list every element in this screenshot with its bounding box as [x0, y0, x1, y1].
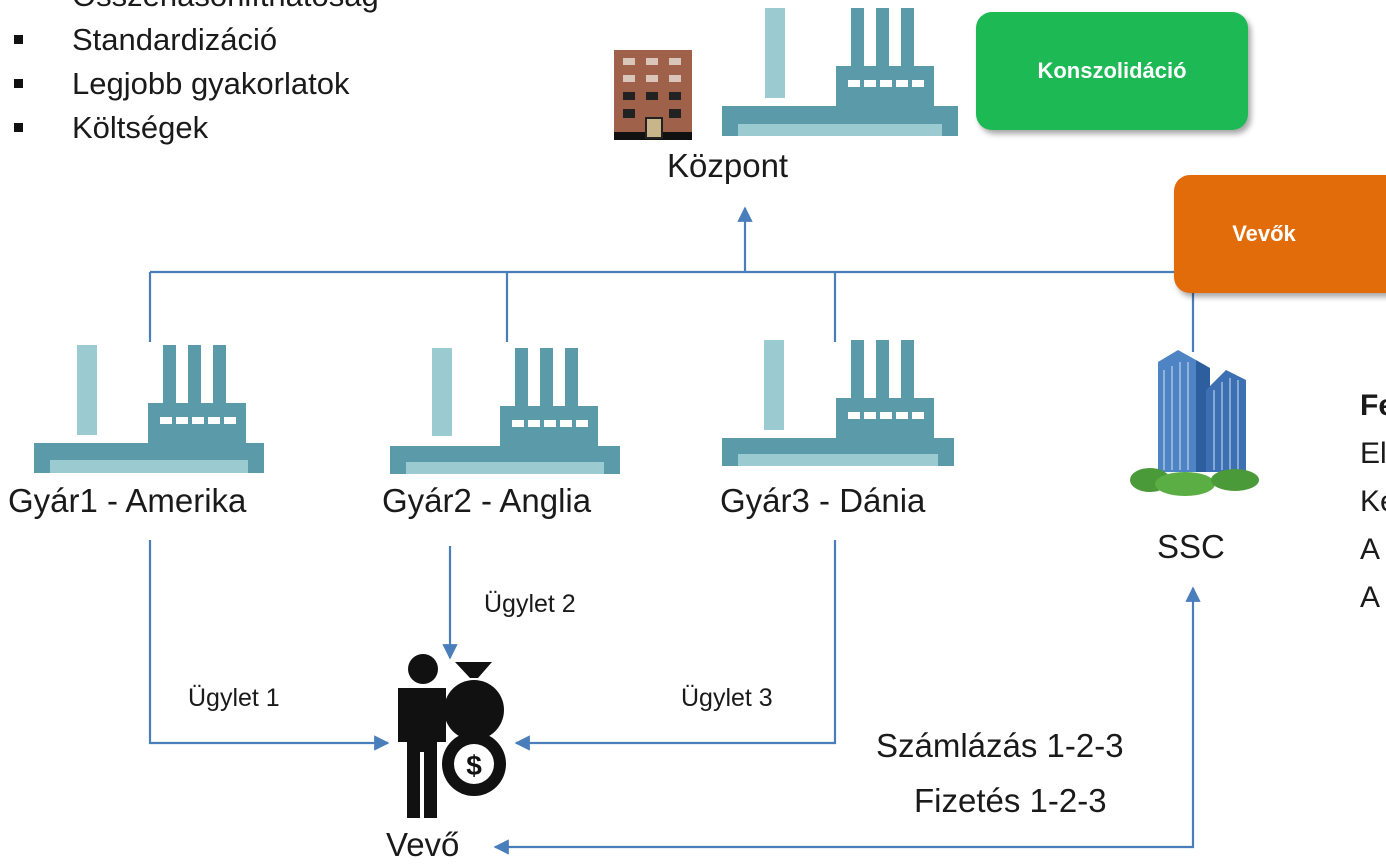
vevok-box: Vevők — [1174, 175, 1386, 293]
arrow-ugylet-3 — [514, 540, 837, 751]
ugylet-1-label: Ügylet 1 — [188, 684, 280, 712]
konszolidacio-label: Konszolidáció — [1037, 58, 1187, 83]
factory-icon-gyar2 — [390, 348, 620, 474]
right-line: A — [1360, 533, 1381, 566]
right-line: El — [1360, 437, 1386, 470]
bullet-item: Összehasonlíthatóság — [14, 0, 379, 18]
gyar1-label: Gyár1 - Amerika — [8, 482, 247, 519]
arrow-billing — [493, 586, 1201, 855]
bullet-item: Költségek — [14, 106, 379, 150]
right-text-block: Fe El Ke A A — [1360, 382, 1386, 622]
vevok-label: Vevők — [1232, 221, 1296, 246]
ugylet-2-label: Ügylet 2 — [484, 590, 576, 618]
konszolidacio-box: Konszolidáció — [976, 12, 1248, 130]
svg-text:$: $ — [466, 750, 482, 781]
factory-icon-gyar1 — [34, 345, 264, 473]
bullet-item: Legjobb gyakorlatok — [14, 62, 379, 106]
gyar3-label: Gyár3 - Dánia — [720, 482, 926, 519]
factory-icon-gyar3 — [722, 340, 954, 466]
billing-label: Számlázás 1-2-3 — [876, 727, 1124, 764]
right-line: Ke — [1360, 485, 1386, 518]
customer-money-icon: $ — [398, 654, 506, 818]
gyar2-label: Gyár2 - Anglia — [382, 482, 592, 519]
vevo-label: Vevő — [386, 826, 460, 863]
right-line: A — [1360, 581, 1381, 614]
ssc-label: SSC — [1157, 528, 1225, 565]
bullet-list: Összehasonlíthatóság Standardizáció Legj… — [14, 0, 379, 150]
bullet-marker — [14, 35, 23, 44]
bullet-marker — [14, 123, 23, 132]
right-heading: Fe — [1360, 389, 1386, 422]
bullet-marker — [14, 79, 23, 88]
office-building-icon — [614, 50, 692, 140]
skyscraper-icon — [1130, 350, 1259, 496]
payment-label: Fizetés 1-2-3 — [914, 782, 1107, 819]
factory-icon-kozpont — [722, 8, 958, 136]
kozpont-label: Központ — [667, 147, 789, 184]
ugylet-3-label: Ügylet 3 — [681, 684, 773, 712]
arrow-ugylet-1 — [148, 540, 390, 751]
bullet-item: Standardizáció — [14, 18, 379, 62]
